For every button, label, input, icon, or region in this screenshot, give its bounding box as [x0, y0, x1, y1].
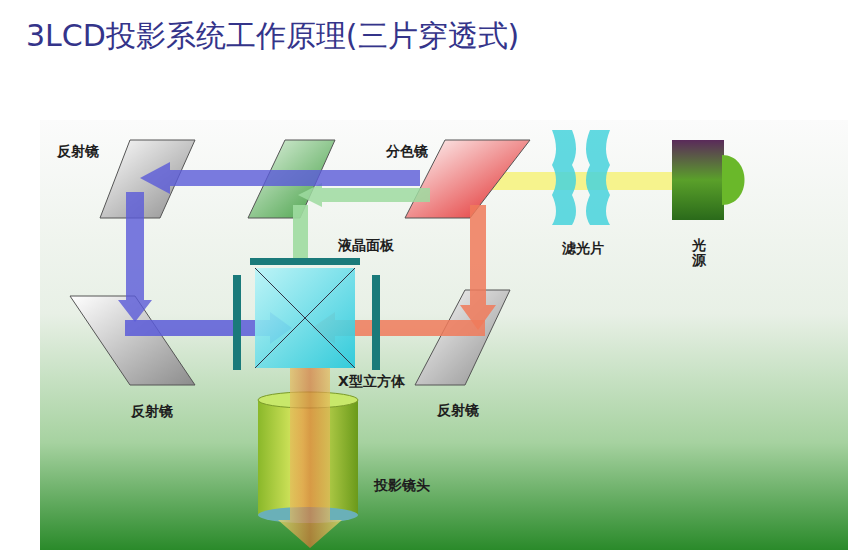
part-label: 滤光片 — [562, 240, 604, 257]
part-label: 投影镜头 — [374, 477, 430, 494]
part-label: 反射镜 — [131, 403, 173, 420]
part-label: 光源 — [692, 238, 706, 269]
part-label: 反射镜 — [57, 143, 99, 160]
part-label: 液晶面板 — [338, 237, 394, 254]
diagram-title: 3LCD投影系统工作原理(三片穿透式) — [26, 16, 519, 57]
part-label: 反射镜 — [437, 402, 479, 419]
part-label: 分色镜 — [386, 143, 428, 160]
part-label: X型立方体 — [338, 373, 405, 390]
